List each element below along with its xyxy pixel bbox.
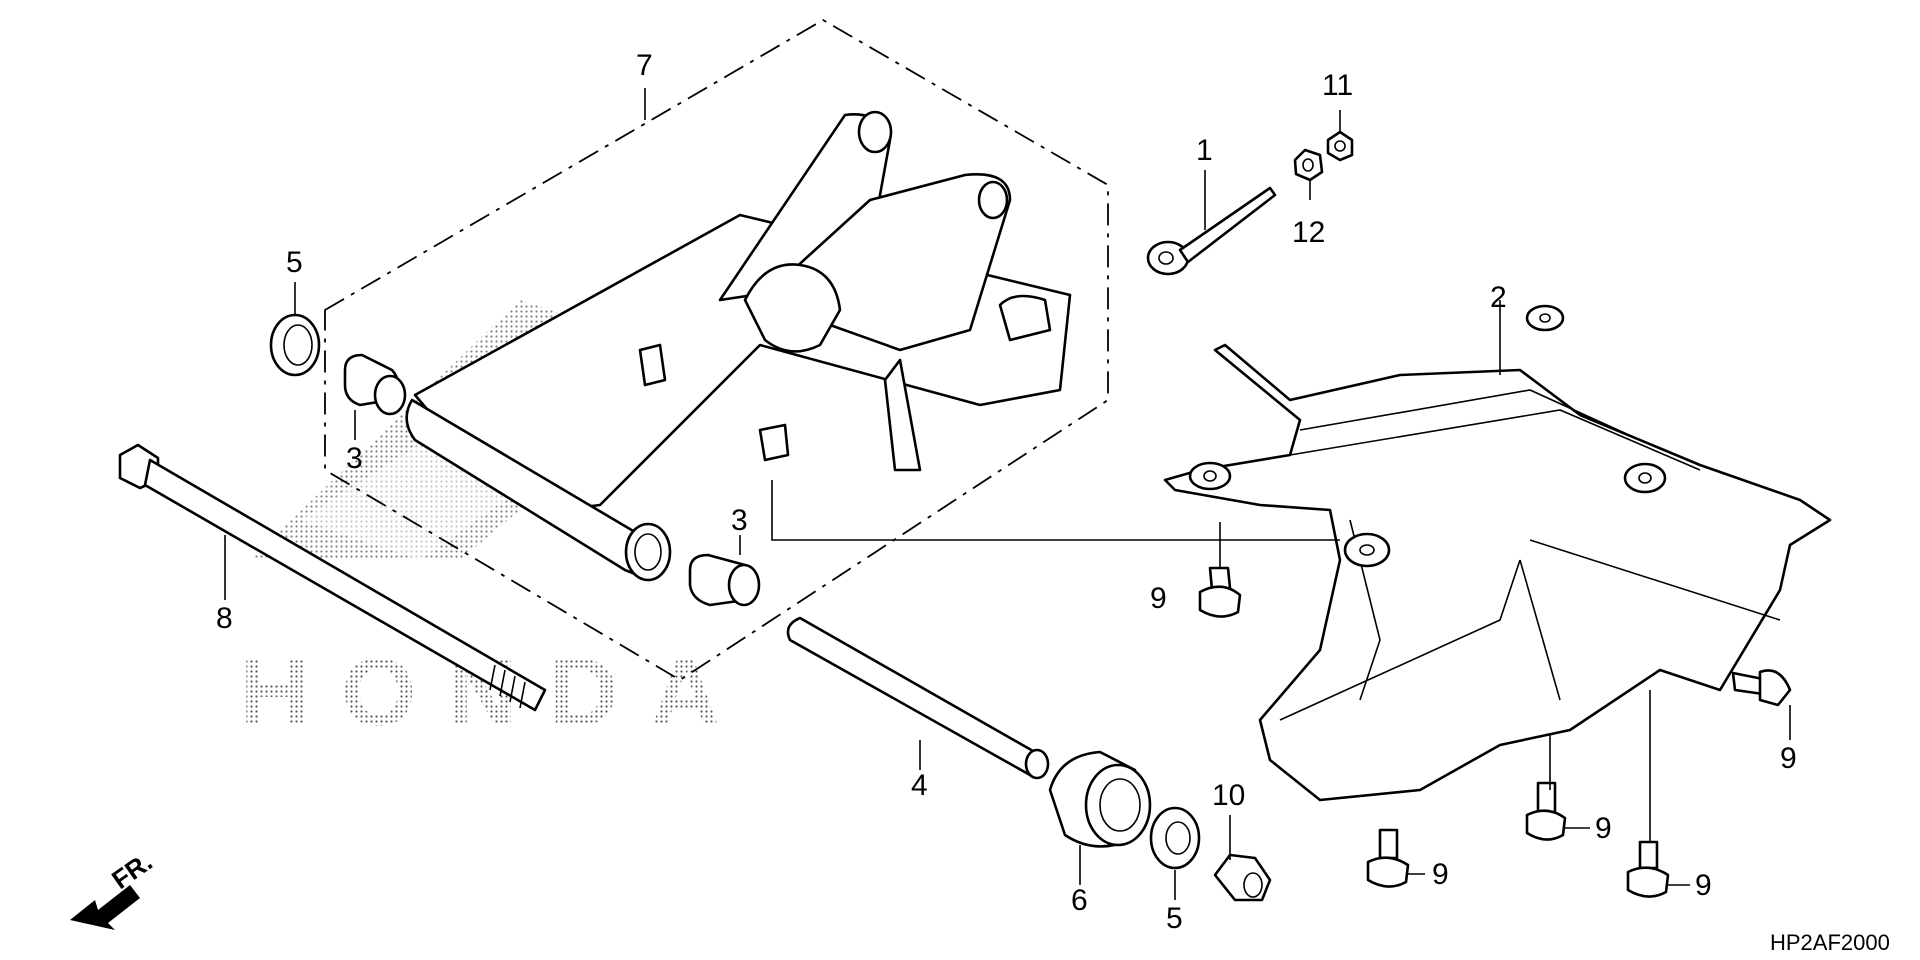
callout-9-b: 9 [1780, 742, 1797, 775]
callout-1: 1 [1196, 134, 1213, 167]
washer-lower [1149, 806, 1201, 870]
callout-3-upper: 3 [346, 442, 363, 475]
flange-nut [1213, 853, 1272, 902]
seal-upper [269, 313, 321, 377]
callout-3-lower: 3 [731, 504, 748, 537]
callout-7: 7 [636, 49, 653, 82]
callout-2: 2 [1490, 281, 1507, 314]
callout-9-c: 9 [1595, 812, 1612, 845]
callout-12: 12 [1292, 216, 1325, 249]
bushing-upper [343, 353, 407, 416]
direction-label: FR. [106, 846, 158, 895]
bolt-9e [1626, 840, 1670, 898]
assembly-boundary [324, 18, 1109, 682]
eye-bolt [1146, 186, 1277, 276]
bolt-9b [1731, 669, 1792, 707]
nut-11 [1326, 130, 1354, 162]
bushing-lower [688, 553, 761, 607]
callout-11: 11 [1322, 69, 1353, 102]
callout-5-upper: 5 [286, 246, 303, 279]
callout-6: 6 [1071, 884, 1088, 917]
swing-arm [405, 110, 1072, 582]
nut-12 [1293, 148, 1324, 182]
leader-lines [224, 88, 1791, 900]
bolt-9d [1366, 828, 1410, 888]
callout-9-e: 9 [1695, 869, 1712, 902]
collar-shaft [786, 616, 1050, 780]
callout-8: 8 [216, 602, 233, 635]
callout-5-lower: 5 [1166, 902, 1183, 935]
part-code: HP2AF2000 [1770, 930, 1890, 955]
callout-9-a: 9 [1150, 582, 1167, 615]
bolt-9a [1198, 566, 1242, 618]
callout-9-d: 9 [1432, 858, 1449, 891]
pivot-bolt [118, 443, 547, 712]
callout-4: 4 [911, 769, 928, 802]
front-direction-arrow: FR. [70, 846, 158, 930]
swing-arm-cover [1163, 304, 1832, 802]
bolt-9c [1525, 781, 1567, 841]
callout-10: 10 [1212, 779, 1245, 812]
callout-labels: 7 5 3 3 8 1 12 11 2 9 9 9 9 9 4 6 5 10 [216, 49, 1797, 935]
sleeve [1048, 750, 1152, 848]
